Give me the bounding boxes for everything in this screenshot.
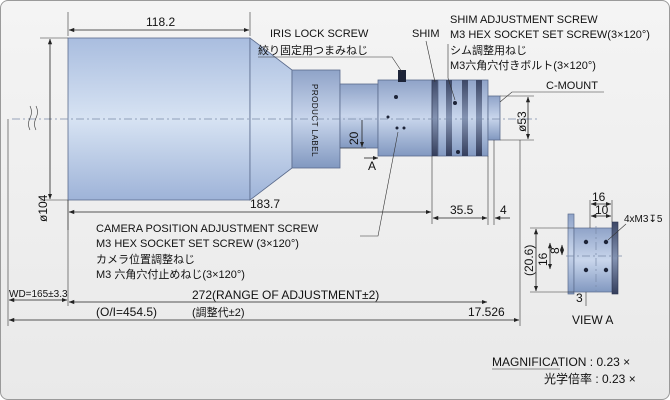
dim-20: 20 — [347, 131, 361, 145]
dim-range: 272(RANGE OF ADJUSTMENT±2) — [192, 288, 379, 302]
shim-adjust-jp-spec: M3六角穴付きボルト(3×120°) — [450, 58, 596, 72]
dim-wd: WD=165±3.3 — [9, 289, 68, 300]
dim-view-8: 8 — [548, 247, 562, 254]
dim-4: 4 — [500, 203, 507, 217]
dim-view-206: (20.6) — [522, 245, 536, 276]
view-a-flange — [567, 213, 575, 295]
arrow-a-label: A — [368, 159, 376, 173]
shim-adjust-spec: M3 HEX SOCKET SET SCREW(3×120°) — [450, 29, 650, 41]
groove-2 — [462, 80, 468, 156]
groove-3 — [476, 80, 482, 156]
shim-label: SHIM — [412, 28, 440, 40]
view-m3-label: 4xM3↧5 — [624, 214, 663, 225]
dim-view-10: 10 — [595, 203, 609, 217]
cam-adjust-spec: M3 HEX SOCKET SET SCREW (3×120°) — [96, 238, 299, 250]
magnification-jp: 光学倍率 : 0.23 × — [544, 371, 636, 386]
cam-adjust-label: CAMERA POSITION ADJUSTMENT SCREW — [96, 223, 319, 235]
groove-1 — [446, 80, 452, 156]
view-a-body — [573, 227, 615, 293]
dim-183: 183.7 — [250, 197, 280, 211]
neck-section — [339, 83, 379, 149]
iris-lock-knob — [398, 70, 406, 82]
dim-range-jp: (調整代±2) — [192, 305, 244, 319]
view-a-face — [611, 221, 619, 295]
dim-d104: ø104 — [36, 194, 50, 222]
cam-adjust-jp: カメラ位置調整ねじ — [96, 252, 195, 266]
magnification: MAGNIFICATION : 0.23 × — [492, 355, 630, 369]
product-label-text: PRODUCT LABEL — [310, 84, 319, 157]
shim-adjust-jp: シム調整用ねじ — [450, 43, 527, 57]
iris-lock-label-jp: 絞り固定用つまみねじ — [258, 43, 368, 57]
shim-ring — [431, 79, 439, 157]
dim-oi: (O/I=454.5) — [96, 305, 157, 319]
dim-118: 118.2 — [146, 15, 175, 29]
c-mount-label: C-MOUNT — [546, 80, 598, 92]
dim-d53: ø53 — [515, 111, 529, 132]
c-mount-thread — [487, 95, 501, 141]
shim-adjust-label: SHIM ADJUSTMENT SCREW — [450, 14, 598, 26]
dim-17: 17.526 — [468, 305, 505, 319]
view-a-title: VIEW A — [572, 313, 613, 327]
dim-view-16v: 16 — [536, 252, 550, 266]
iris-ring — [377, 79, 433, 157]
cam-adjust-jp-spec: M3 六角穴付止めねじ(3×120°) — [96, 267, 245, 281]
dim-35: 35.5 — [450, 203, 474, 217]
dim-view-3: 3 — [576, 291, 583, 305]
iris-lock-label: IRIS LOCK SCREW — [270, 28, 369, 40]
dim-view-16: 16 — [592, 190, 606, 204]
